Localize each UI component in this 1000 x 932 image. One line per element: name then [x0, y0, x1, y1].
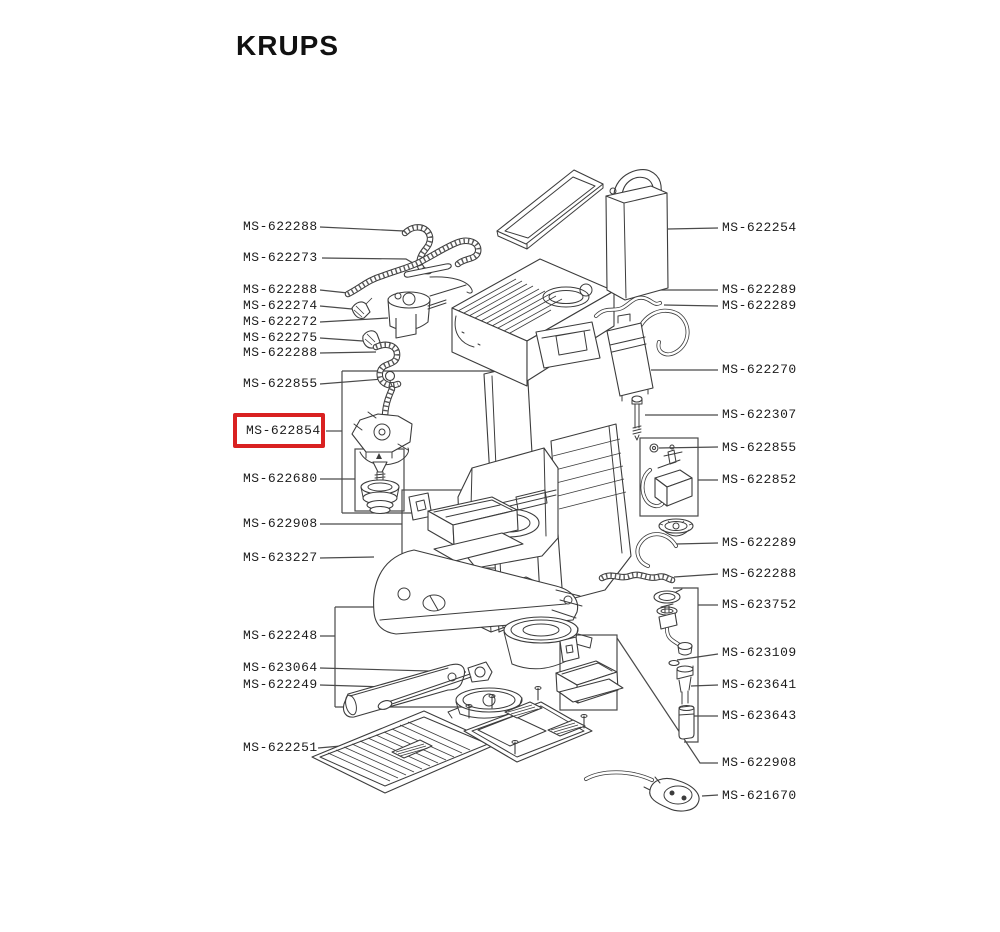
part-label: MS-623227 [243, 550, 318, 565]
part-label: MS-622275 [243, 330, 318, 345]
tank-receptacle [535, 321, 601, 369]
thermoblock-pump [640, 444, 693, 509]
highlight-box: MS-622854 [233, 413, 325, 448]
part-label: MS-623109 [722, 645, 797, 660]
part-label: MS-622289 [722, 282, 797, 297]
tank-lid [496, 169, 604, 250]
part-label: MS-622289 [722, 298, 797, 313]
part-label: MS-623752 [722, 597, 797, 612]
flat-reservoir [606, 313, 654, 402]
grill-lines [457, 278, 563, 334]
hose-textured-right [598, 571, 676, 584]
part-label: MS-622248 [243, 628, 318, 643]
rear-housing-panel [550, 423, 632, 602]
part-label: MS-622908 [243, 516, 318, 531]
base-plate [463, 686, 593, 763]
part-label: MS-622908 [722, 755, 797, 770]
part-label: MS-622680 [243, 471, 318, 486]
nozzle-o-ring [668, 659, 680, 667]
part-label: MS-622272 [243, 314, 318, 329]
valve-stack [360, 453, 400, 515]
hose-wavy-tank [594, 295, 662, 318]
pump-disc-seal [658, 518, 694, 537]
part-label: MS-621670 [722, 788, 797, 803]
part-label: MS-622855 [722, 440, 797, 455]
part-label-selected: MS-622854 [246, 422, 321, 438]
steam-wand-tip [403, 263, 473, 294]
nozzle-upper [676, 665, 694, 705]
part-label: MS-622289 [722, 535, 797, 550]
seal-ring-small-left [384, 370, 396, 387]
part-label: MS-623643 [722, 708, 797, 723]
brew-unit [351, 385, 413, 466]
steam-valve-assembly [653, 588, 693, 656]
portafilter-handle [342, 663, 466, 718]
part-label: MS-622251 [243, 740, 318, 755]
base-posts [465, 686, 588, 755]
part-label: MS-622307 [722, 407, 797, 422]
electronics-box-left [408, 492, 524, 562]
service-door [373, 549, 583, 635]
filter-basket [447, 687, 533, 723]
seal-ring-small-right [649, 443, 659, 453]
part-label: MS-623064 [243, 660, 318, 675]
drip-grid [311, 710, 498, 794]
part-label: MS-622249 [243, 677, 318, 692]
pump-assembly [387, 284, 467, 339]
clip-upper [351, 297, 373, 319]
part-label: MS-622852 [722, 472, 797, 487]
part-label: MS-622273 [243, 250, 318, 265]
hose-s-small [372, 341, 402, 389]
power-cord [584, 770, 700, 812]
part-label: MS-623641 [722, 677, 797, 692]
electronics-box-right [555, 636, 624, 704]
nozzle-sleeve [678, 705, 695, 740]
hose-steam-curve [635, 532, 678, 568]
part-label: MS-622288 [243, 219, 318, 234]
filter-holder-cup [503, 616, 593, 670]
part-label: MS-622274 [243, 298, 318, 313]
brand-logo: KRUPS [236, 30, 340, 61]
part-label: MS-622270 [722, 362, 797, 377]
part-label: MS-622288 [243, 282, 318, 297]
hose-braided-long [344, 237, 482, 298]
screw-long [631, 395, 643, 441]
hose-curl-tank [634, 308, 690, 357]
part-label: MS-622855 [243, 376, 318, 391]
part-label: MS-622288 [722, 566, 797, 581]
part-label: MS-622254 [722, 220, 797, 235]
part-label: MS-622288 [243, 345, 318, 360]
water-tank [605, 169, 669, 301]
cleaning-tool [377, 661, 493, 710]
